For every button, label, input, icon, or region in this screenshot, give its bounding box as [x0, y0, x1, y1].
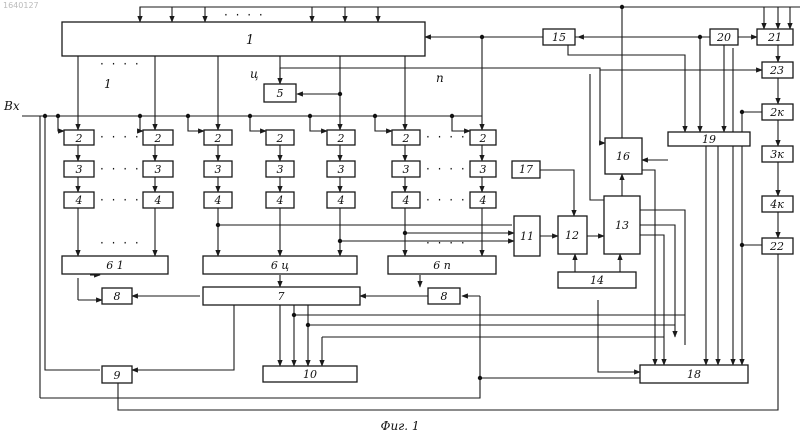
- block-2-p2: 2: [479, 132, 487, 145]
- corner-mark: 1640127: [3, 1, 39, 10]
- block-17: 17: [512, 161, 540, 178]
- block-2k-label: 2к: [769, 106, 784, 119]
- block-16-label: 16: [616, 150, 630, 163]
- block-22: 22: [762, 238, 793, 254]
- block-4k: 4к: [762, 196, 793, 212]
- block-1-label: 1: [246, 33, 254, 48]
- block-6-1-label: 6 1: [106, 259, 124, 272]
- block-4-a1: 4: [75, 194, 83, 207]
- block-5-label: 5: [277, 87, 284, 100]
- block-10: 10: [263, 366, 357, 382]
- block-19: 19: [668, 132, 750, 146]
- block-12-label: 12: [565, 229, 579, 242]
- block-21: 21: [757, 29, 793, 45]
- block-2-c2: 2: [276, 132, 284, 145]
- dots-row3-a: · · · ·: [100, 162, 141, 176]
- block-16: 16: [605, 138, 642, 174]
- dots-row6-a: · · · ·: [100, 236, 141, 250]
- block-7: 7: [203, 287, 360, 305]
- block-22-label: 22: [769, 240, 784, 253]
- block-23-label: 23: [769, 64, 784, 77]
- block-4-p2: 4: [479, 194, 487, 207]
- block-2-a1: 2: [75, 132, 83, 145]
- block-15-label: 15: [552, 31, 566, 44]
- block-6-c-label: 6 ц: [271, 259, 289, 272]
- block-14: 14: [558, 272, 636, 288]
- dots-row3-p: · · · ·: [426, 162, 467, 176]
- dots-row4-p: · · · ·: [426, 193, 467, 207]
- block-10-label: 10: [303, 368, 317, 381]
- block-2-a2: 2: [154, 132, 162, 145]
- block-11-label: 11: [520, 230, 534, 243]
- block-21-label: 21: [767, 31, 782, 44]
- dots-top: · · · ·: [224, 8, 265, 22]
- block-9: 9: [102, 366, 132, 383]
- block-4-a2: 4: [154, 194, 162, 207]
- block-3-a1: 3: [76, 163, 83, 176]
- block-18: 18: [640, 365, 748, 383]
- block-4-c2: 4: [276, 194, 284, 207]
- block-8-right: 8: [428, 288, 460, 304]
- block-3-c2: 3: [277, 163, 284, 176]
- block-13-label: 13: [615, 219, 629, 232]
- block-3-c3: 3: [338, 163, 345, 176]
- block-9-label: 9: [114, 369, 121, 382]
- block-15: 15: [543, 29, 575, 45]
- block-17-label: 17: [519, 163, 533, 176]
- block-3-p2: 3: [480, 163, 487, 176]
- block-8-left-label: 8: [114, 290, 121, 303]
- block-2-c3: 2: [337, 132, 345, 145]
- block-4-p1: 4: [402, 194, 410, 207]
- dots-row6-p: · · · ·: [426, 236, 467, 250]
- block-8-right-label: 8: [441, 290, 448, 303]
- block-2k: 2к: [762, 104, 793, 120]
- block-11: 11: [514, 216, 540, 256]
- block-3-c1: 3: [215, 163, 222, 176]
- block-4-c3: 4: [337, 194, 345, 207]
- block-5: 5: [264, 84, 296, 102]
- block-23: 23: [762, 62, 793, 78]
- block-3-p1: 3: [403, 163, 410, 176]
- block-3k-label: 3к: [770, 148, 784, 161]
- block-4-c1: 4: [214, 194, 222, 207]
- figure-caption: Фиг. 1: [380, 419, 419, 433]
- blocks-row-6: 6 1 6 ц 6 п: [62, 256, 496, 274]
- block-1: 1: [62, 22, 425, 56]
- block-3k: 3к: [762, 146, 793, 162]
- group-label-c: ц: [250, 67, 258, 81]
- dots-row2-a: · · · ·: [100, 130, 141, 144]
- block-2-c1: 2: [214, 132, 222, 145]
- input-label: Вх: [3, 99, 20, 113]
- block-19-label: 19: [702, 133, 716, 146]
- block-8-left: 8: [102, 288, 132, 304]
- block-13: 13: [604, 196, 640, 254]
- block-7-label: 7: [278, 290, 285, 303]
- dots-row2-p: · · · ·: [426, 130, 467, 144]
- dots-row4-a: · · · ·: [100, 193, 141, 207]
- dots-group-1: · · · ·: [100, 57, 141, 71]
- block-6-p-label: 6 п: [433, 259, 451, 272]
- block-20: 20: [710, 29, 738, 45]
- block-14-label: 14: [590, 274, 604, 287]
- group-label-p: п: [436, 71, 444, 85]
- block-2-p1: 2: [402, 132, 410, 145]
- block-20-label: 20: [716, 31, 731, 44]
- block-3-a2: 3: [155, 163, 162, 176]
- block-12: 12: [558, 216, 587, 254]
- group-label-1: 1: [104, 77, 112, 91]
- block-18-label: 18: [687, 368, 701, 381]
- block-4k-label: 4к: [769, 198, 784, 211]
